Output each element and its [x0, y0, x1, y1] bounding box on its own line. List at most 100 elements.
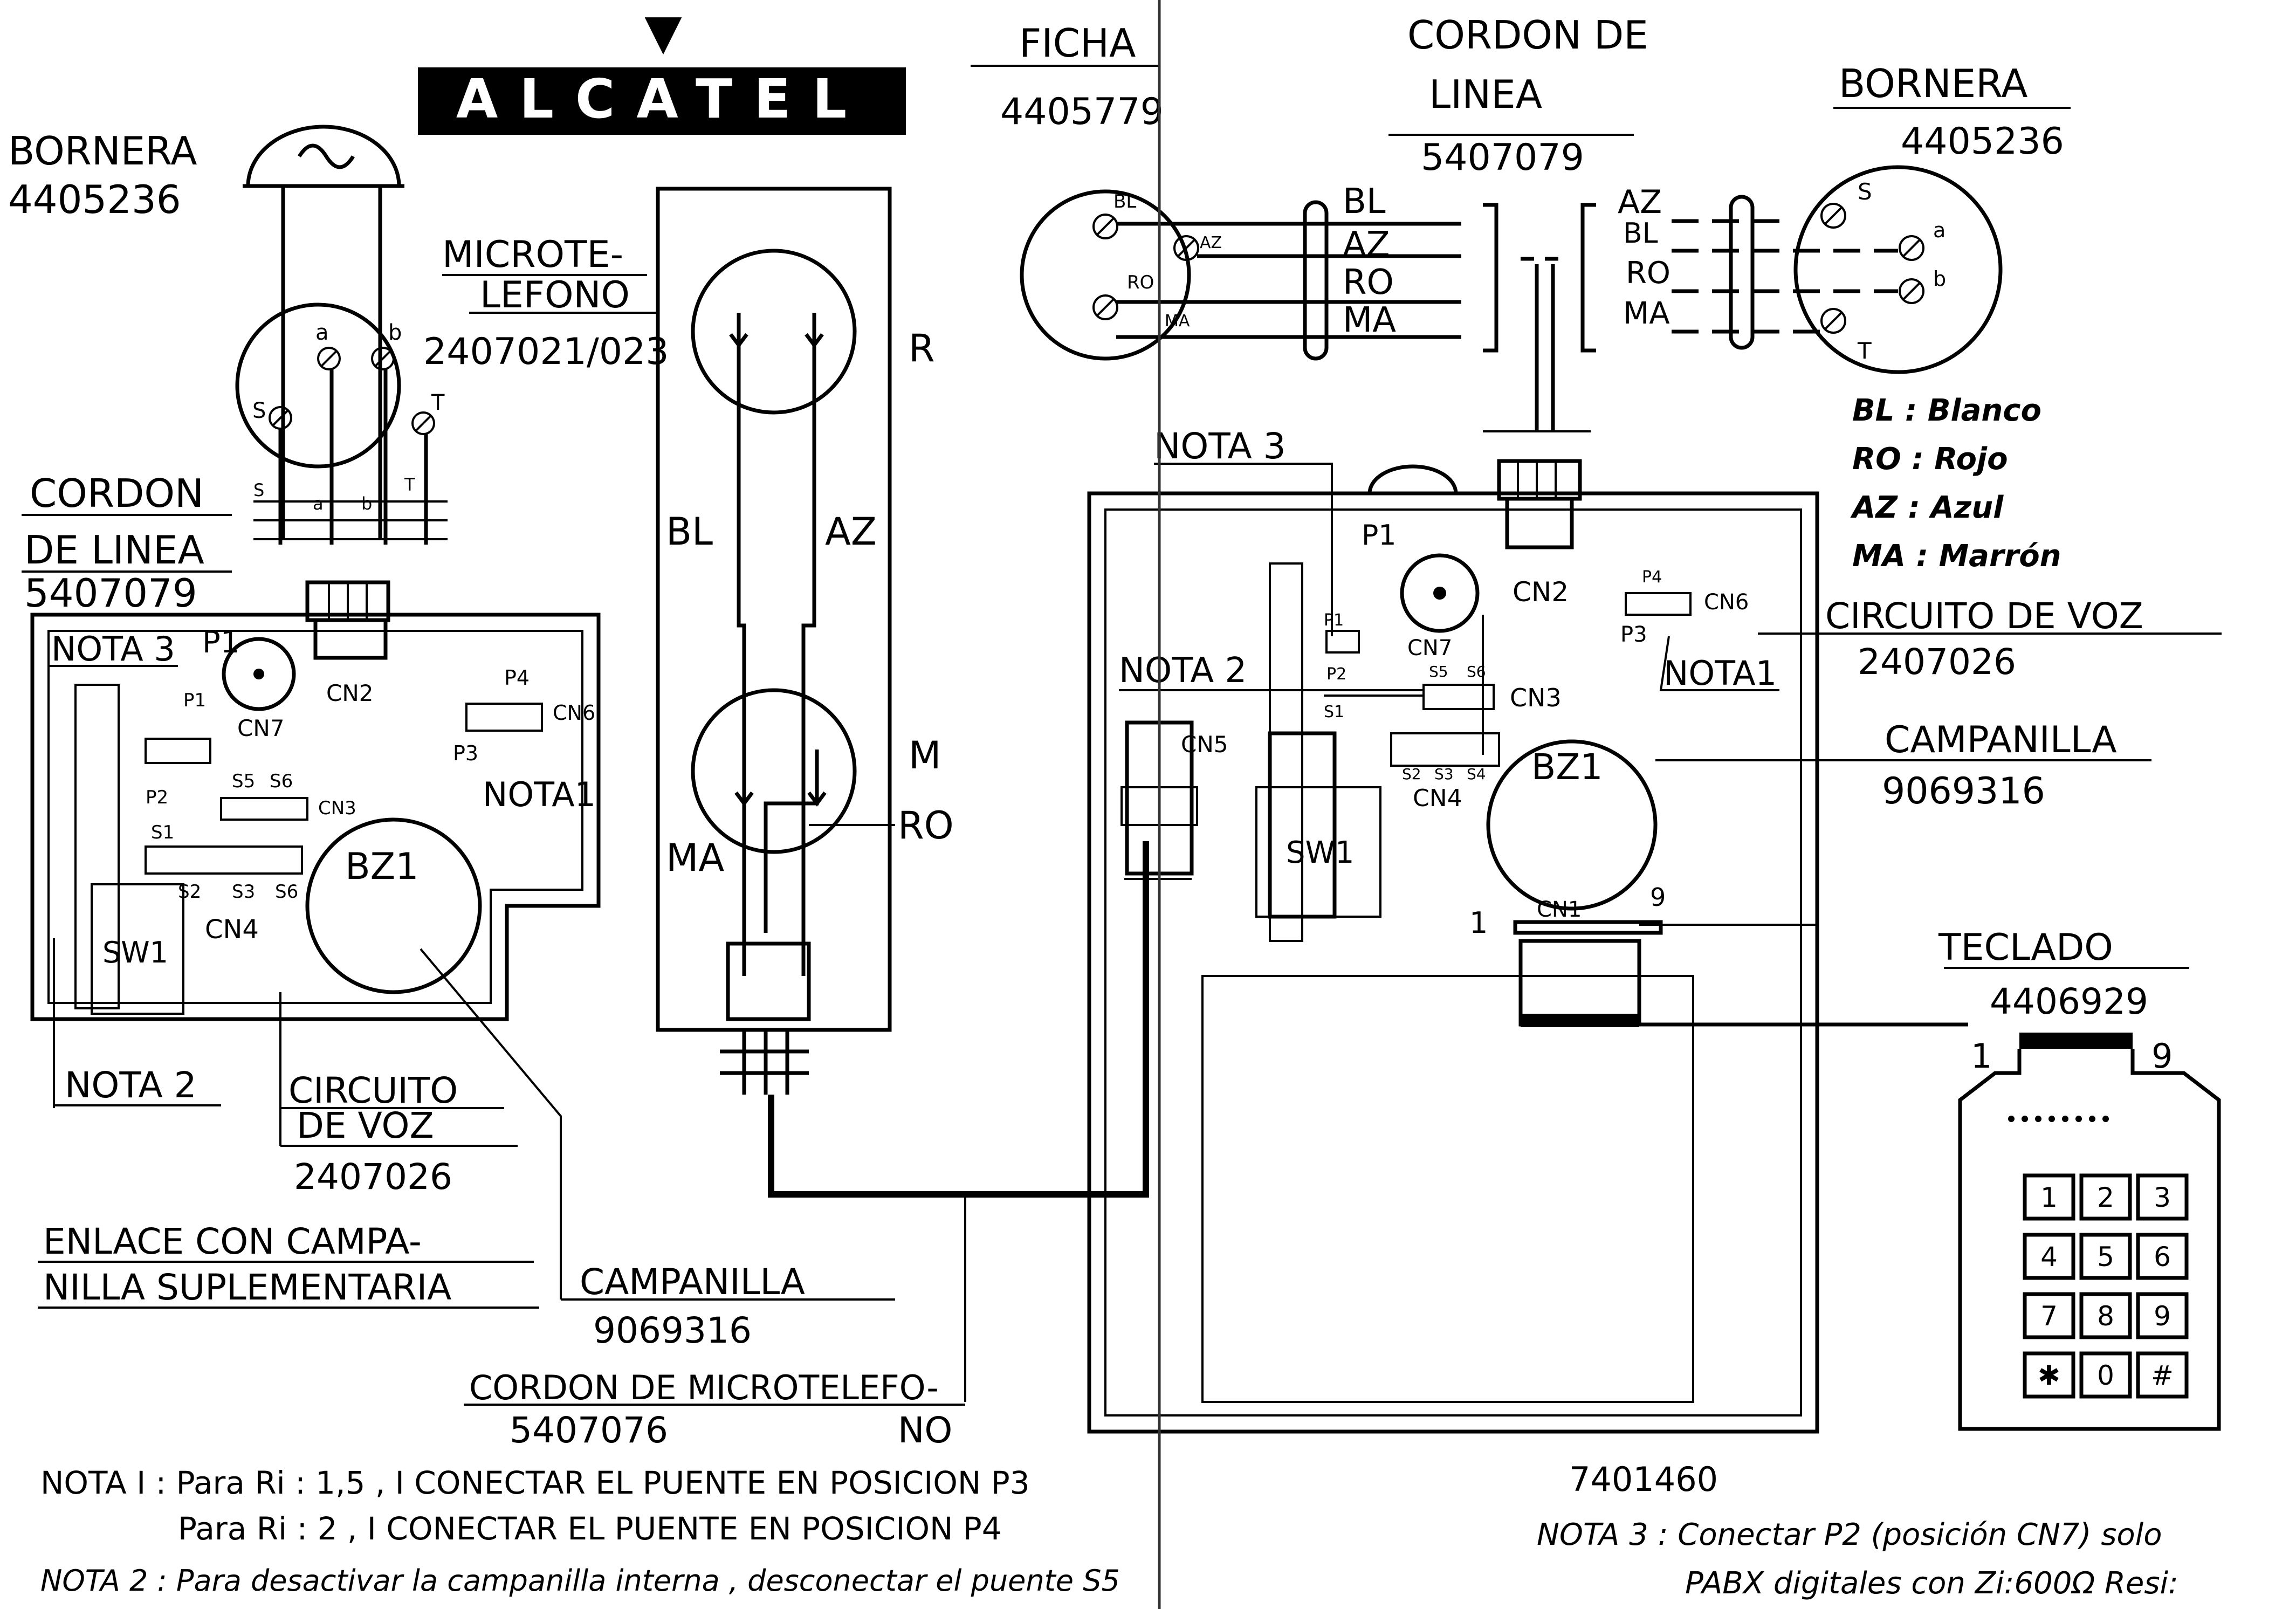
left-campanilla-code: 9069316 [593, 1310, 752, 1351]
right-ficha-title: FICHA [1019, 20, 1136, 66]
right-voice-circuit-board [1087, 430, 2222, 1434]
handset-receiver-icon [691, 249, 857, 415]
right-s4-label: S4 [1467, 765, 1486, 783]
left-bz1-label: BZ1 [345, 845, 419, 888]
right-p1b-label: P1 [1324, 611, 1344, 630]
right-sw1-label: SW1 [1286, 835, 1355, 870]
board-code: 7401460 [1569, 1460, 1718, 1499]
key-4[interactable] [2023, 1233, 2075, 1280]
left-p1-label: P1 [202, 625, 239, 660]
left-cn3-jumper-icon [220, 797, 308, 821]
right-wire2-ro: RO [1626, 256, 1671, 291]
left-p4-label: P4 [504, 666, 530, 690]
left-nota2: NOTA 2 [65, 1064, 197, 1106]
left-p1-potentiometer-icon [222, 637, 296, 711]
right-wire2-az: AZ [1618, 183, 1662, 221]
key-star[interactable] [2023, 1351, 2075, 1399]
left-sw1-label: SW1 [102, 936, 168, 969]
left-cordon-label-1: CORDON [30, 471, 204, 516]
left-enlace-2: NILLA SUPLEMENTARIA [43, 1267, 451, 1308]
right-bornera-terminals [1672, 165, 2003, 374]
right-bornera-code: 4405236 [1901, 120, 2064, 163]
left-terminal-b-small: b [361, 493, 372, 514]
left-s6-label: S6 [270, 771, 293, 792]
legend-ma: MA : Marrón [1852, 539, 2061, 574]
header-marker: ▼ [644, 4, 682, 60]
right-ficha-pin-bl: BL [1113, 191, 1136, 212]
brand-logo: ALCATEL [456, 67, 868, 130]
key-0[interactable] [2079, 1351, 2132, 1399]
right-nota3: NOTA 3 [1154, 425, 1286, 467]
keypad-buttons: 1 2 3 4 5 6 7 8 9 ✱ 0 # [2023, 1173, 2189, 1399]
right-cn1-label: CN1 [1537, 897, 1582, 922]
left-terminal-b: b [388, 320, 402, 345]
right-cordon-code: 5407079 [1421, 136, 1584, 179]
right-ficha-pin-az: AZ [1200, 233, 1222, 252]
note-2: NOTA 2 : Para desactivar la campanilla i… [40, 1564, 1120, 1598]
right-nota1: NOTA1 [1663, 654, 1777, 693]
teclado-pin-1: 1 [1971, 1036, 1992, 1076]
right-cn3-label: CN3 [1510, 683, 1562, 712]
right-wire-ma: MA [1343, 300, 1396, 340]
right-ficha-code: 4405779 [1000, 91, 1164, 133]
left-bz1-buzzer-icon [305, 817, 482, 994]
right-circuito: CIRCUITO DE VOZ [1825, 595, 2143, 637]
key-hash[interactable] [2136, 1351, 2189, 1399]
left-cn7-label: CN7 [237, 715, 284, 741]
handset-bl-label: BL [666, 510, 713, 554]
left-terminal-a-small: a [313, 493, 324, 514]
right-circuito-code: 2407026 [1858, 641, 2016, 683]
left-cn4-jumper-icon [145, 845, 303, 875]
left-cordon-code: 5407079 [24, 570, 197, 616]
right-ficha-plug [1020, 189, 1596, 431]
left-p2-label: P2 [146, 787, 168, 808]
left-bornera-terminals [235, 302, 448, 545]
left-terminal-s: S [252, 398, 266, 423]
handset-m-label: M [909, 733, 941, 778]
note-3b: PABX digitales con Zi:600Ω Resi: [1685, 1566, 2178, 1601]
left-terminal-t-small: T [404, 475, 415, 495]
key-2[interactable] [2079, 1173, 2132, 1221]
right-campanilla: CAMPANILLA [1885, 719, 2117, 761]
left-circuito-1: CIRCUITO [288, 1070, 458, 1111]
handset-ro-label: RO [898, 803, 954, 848]
key-7[interactable] [2023, 1292, 2075, 1339]
key-1-label: 1 [2040, 1182, 2058, 1213]
right-s1-label: S1 [1324, 703, 1344, 721]
left-p3-label: P3 [453, 741, 478, 765]
key-3-label: 3 [2154, 1182, 2171, 1213]
left-terminal-s-small: S [253, 480, 264, 500]
key-1[interactable] [2023, 1173, 2075, 1221]
right-s6-label: S6 [1467, 663, 1486, 680]
handset-diagram [656, 187, 1149, 1402]
key-9[interactable] [2136, 1292, 2189, 1339]
right-p3-label: P3 [1620, 622, 1647, 647]
handset-az-label: AZ [825, 510, 877, 554]
legend-ro: RO : Rojo [1852, 442, 2008, 477]
right-cordon-1: CORDON DE [1407, 12, 1648, 58]
right-terminal-t: T [1857, 338, 1872, 364]
key-5[interactable] [2079, 1233, 2132, 1280]
key-4-label: 4 [2040, 1241, 2058, 1273]
left-bornera-title: BORNERA [8, 128, 197, 174]
left-s6b-label: S6 [275, 881, 298, 903]
left-cordon-micro: CORDON DE MICROTELEFO- [469, 1368, 939, 1407]
teclado-title: TECLADO [1938, 926, 2113, 969]
right-cn4-label: CN4 [1413, 785, 1462, 812]
legend-bl: BL : Blanco [1852, 393, 2041, 428]
right-wire-bl: BL [1343, 182, 1386, 222]
left-s5-label: S5 [232, 771, 255, 792]
left-enlace-1: ENLACE CON CAMPA- [43, 1221, 422, 1262]
handset-r-label: R [909, 326, 935, 370]
right-p1-label: P1 [1362, 519, 1396, 552]
key-6[interactable] [2136, 1233, 2189, 1280]
key-3[interactable] [2136, 1173, 2189, 1221]
right-wire-az: AZ [1343, 225, 1390, 265]
handset-microphone-icon [691, 688, 857, 854]
left-circuito-code: 2407026 [294, 1156, 452, 1198]
key-8[interactable] [2079, 1292, 2132, 1339]
left-s1-label: S1 [151, 822, 174, 843]
left-microtel-title-1: MICROTE- [442, 233, 623, 276]
key-9-label: 9 [2154, 1301, 2171, 1332]
left-circuito-2: DE VOZ [297, 1105, 434, 1146]
